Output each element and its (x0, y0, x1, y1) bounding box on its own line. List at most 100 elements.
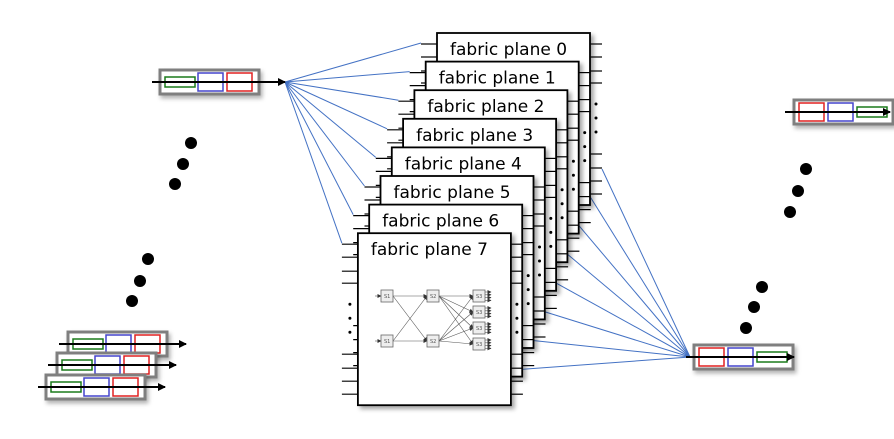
switch-link (438, 295, 474, 313)
switch-stage-label: S1 (384, 294, 390, 300)
port-ellipsis-dot (571, 173, 575, 177)
fabric-plane-box (356, 232, 512, 407)
fabric-plane-7: fabric plane 7 (341, 232, 523, 407)
ingress-packet (38, 373, 166, 401)
port-ellipsis-dot (515, 330, 519, 334)
switch-link (438, 327, 474, 342)
ellipsis-icon (169, 137, 197, 190)
ingress-packet-sprayed (152, 68, 286, 96)
ingress-link (284, 81, 343, 244)
switch-stage-label: S2 (430, 339, 436, 345)
port-ellipsis-dot (594, 102, 598, 106)
switch-stage-label: S3 (476, 342, 482, 348)
switch-link (438, 295, 474, 329)
fabric-plane-label: fabric plane 4 (405, 154, 522, 174)
port-ellipsis-dot (538, 273, 541, 277)
egress-link (567, 254, 691, 358)
port-ellipsis-dot (526, 288, 530, 292)
switch-stage-s2 (426, 289, 440, 303)
port-ellipsis-dot (348, 330, 352, 334)
port-ellipsis-dot (560, 188, 564, 192)
egress-link (579, 225, 691, 358)
switch-stage-s3 (472, 305, 486, 319)
dot (792, 185, 804, 197)
dot (177, 158, 189, 170)
dot (800, 163, 812, 175)
switch-link (438, 311, 474, 342)
ingress-link (284, 42, 422, 83)
port-ellipsis-dot (583, 159, 587, 163)
port-ellipsis-dot (571, 159, 575, 163)
dot (185, 137, 197, 149)
egress-link (601, 168, 691, 358)
ingress-packet (48, 351, 177, 379)
fabric-plane-label: fabric plane 1 (439, 69, 556, 89)
switch-link (438, 340, 474, 346)
port-ellipsis-dot (515, 302, 519, 306)
port-ellipsis-dot (583, 131, 587, 135)
fabric-planes: fabric plane 0 fabric plane 1 fabric plane… (341, 32, 602, 407)
port-ellipsis-dot (348, 302, 352, 306)
ingress-links (284, 42, 422, 244)
port-ellipsis-dot (560, 216, 564, 220)
switch-stage-label: S3 (476, 294, 482, 300)
egress-link (534, 340, 691, 358)
switch-stage-label: S3 (476, 326, 482, 332)
ingress-link (284, 81, 377, 158)
switch-link (438, 295, 474, 342)
dot (740, 322, 752, 334)
port-ellipsis-dot (560, 202, 564, 206)
port-ellipsis-dot (583, 145, 587, 149)
port-ellipsis-dot (538, 245, 541, 249)
switch-stage-s3 (472, 289, 486, 303)
switch-stage-label: S2 (430, 294, 436, 300)
fabric-plane-label: fabric plane 2 (427, 97, 544, 117)
ingress-link (284, 81, 399, 101)
fabric-plane-label: fabric plane 0 (450, 40, 567, 60)
port-ellipsis-dot (571, 187, 575, 191)
switch-link (438, 295, 474, 345)
port-ellipsis-dot (538, 259, 541, 263)
dot (756, 281, 768, 293)
switch-stage-s1 (380, 289, 394, 303)
egress-link (590, 197, 691, 358)
switch-stage-label: S1 (384, 339, 390, 345)
egress-links (522, 168, 691, 370)
port-ellipsis-dot (549, 216, 553, 220)
ingress-link (284, 81, 365, 187)
ellipsis-icon (740, 281, 768, 334)
ingress-link (284, 71, 410, 83)
dot (134, 275, 146, 287)
fabric-plane-label: fabric plane 6 (382, 212, 499, 232)
dot (169, 178, 181, 190)
packets (38, 68, 894, 401)
egress-link (545, 311, 691, 358)
egress-packet (785, 98, 894, 126)
fabric-plane-label: fabric plane 3 (416, 126, 533, 146)
dot (126, 295, 138, 307)
port-ellipsis-dot (594, 130, 598, 134)
egress-link (522, 356, 691, 370)
ellipsis-icon (126, 253, 154, 307)
ellipsis-dots (126, 137, 812, 334)
switch-stage-s3 (472, 337, 486, 351)
ingress-link (284, 81, 354, 215)
port-ellipsis-dot (594, 116, 598, 120)
port-ellipsis-dot (348, 316, 352, 320)
ellipsis-icon (784, 163, 812, 218)
dot (784, 206, 796, 218)
switch-stage-s3 (472, 321, 486, 335)
port-ellipsis-dot (549, 244, 553, 248)
switch-stage-s2 (426, 334, 440, 348)
fabric-plane-label: fabric plane 5 (394, 183, 511, 203)
switch-stage-s1 (380, 334, 394, 348)
switch-stage-label: S3 (476, 310, 482, 316)
dot (142, 253, 154, 265)
dot (748, 301, 760, 313)
switch-link (392, 295, 428, 342)
fabric-plane-label: fabric plane 7 (371, 240, 488, 260)
port-ellipsis-dot (526, 274, 530, 278)
port-ellipsis-dot (526, 302, 530, 306)
